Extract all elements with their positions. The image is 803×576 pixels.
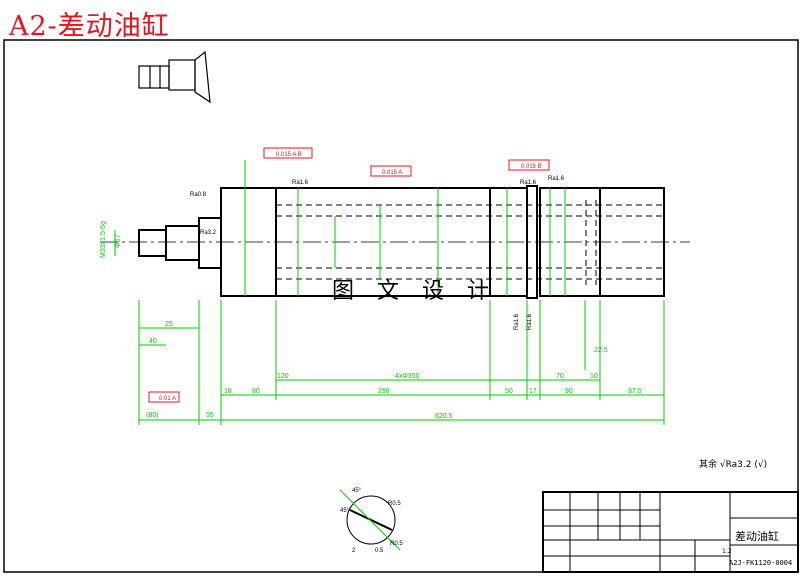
drawing-code: A2J-FK1120-0004 xyxy=(729,559,793,567)
roughness-mark: Ra1.6 xyxy=(514,313,520,330)
dimension-length: 10 xyxy=(590,373,598,380)
roughness-mark: Ra1.6 xyxy=(548,176,565,182)
dimension-left-end: (80) xyxy=(146,412,158,419)
dimension-left-end: 40 xyxy=(149,338,157,345)
dimension-left-end: Φ67 xyxy=(115,235,122,248)
dimension-length: 17 xyxy=(529,388,537,395)
dimension-left-end: M33x1.5-6g xyxy=(100,221,107,258)
dimension-left-end: 55 xyxy=(206,412,214,419)
dimension-length: 298 xyxy=(378,388,390,395)
detail-dimension: 45° xyxy=(340,508,350,514)
tolerance-frames xyxy=(148,147,550,403)
dimension-left-end: 25 xyxy=(165,321,173,328)
detail-dimension: 0.5 xyxy=(375,548,384,554)
detail-dimension: R0.5 xyxy=(388,501,401,507)
dimension-length: 70 xyxy=(556,373,564,380)
dimension-length: 37.5 xyxy=(628,388,642,395)
dimension-overall: 4xΦ350 xyxy=(395,373,420,380)
tolerance-value: 0.015 A xyxy=(382,170,402,176)
dimension-overall: 620.5 xyxy=(435,413,453,420)
detail-dimension: 45° xyxy=(352,488,362,494)
dimension-length: 80 xyxy=(252,388,260,395)
dimension-length: 50 xyxy=(505,388,513,395)
scale-label: 1:2 xyxy=(722,548,732,555)
part-name: 差动油缸 xyxy=(735,530,779,543)
general-note: 其余 √Ra3.2 (√) xyxy=(699,460,768,470)
end-view-sketch xyxy=(138,50,211,104)
tolerance-value: 0.015 A B xyxy=(276,152,302,158)
dimension-length: 22.5 xyxy=(594,347,608,354)
title-block xyxy=(542,491,799,573)
dimension-lines xyxy=(114,160,665,425)
roughness-mark: Ra0.8 xyxy=(190,192,207,198)
roughness-mark: Ra1.6 xyxy=(527,313,533,330)
roughness-mark: Ra3.2 xyxy=(200,230,217,236)
detail-dimension: 2 xyxy=(352,548,356,554)
section-detail xyxy=(339,489,401,551)
watermark: 图 文 设 计 xyxy=(332,279,497,304)
dimension-length: 90 xyxy=(565,388,573,395)
detail-dimension: R0.5 xyxy=(390,541,403,547)
banner-title: A2-差动油缸 xyxy=(9,11,170,42)
tolerance-value: 0.015 B xyxy=(521,164,542,170)
roughness-mark: Ra1.6 xyxy=(520,180,537,186)
dimension-length: 120 xyxy=(277,373,289,380)
hidden-lines xyxy=(276,200,664,285)
drawing-frame xyxy=(3,39,799,573)
roughness-mark: Ra1.6 xyxy=(292,180,309,186)
tolerance-value: 0.01 A xyxy=(159,396,176,402)
dimension-length: 18 xyxy=(224,388,232,395)
